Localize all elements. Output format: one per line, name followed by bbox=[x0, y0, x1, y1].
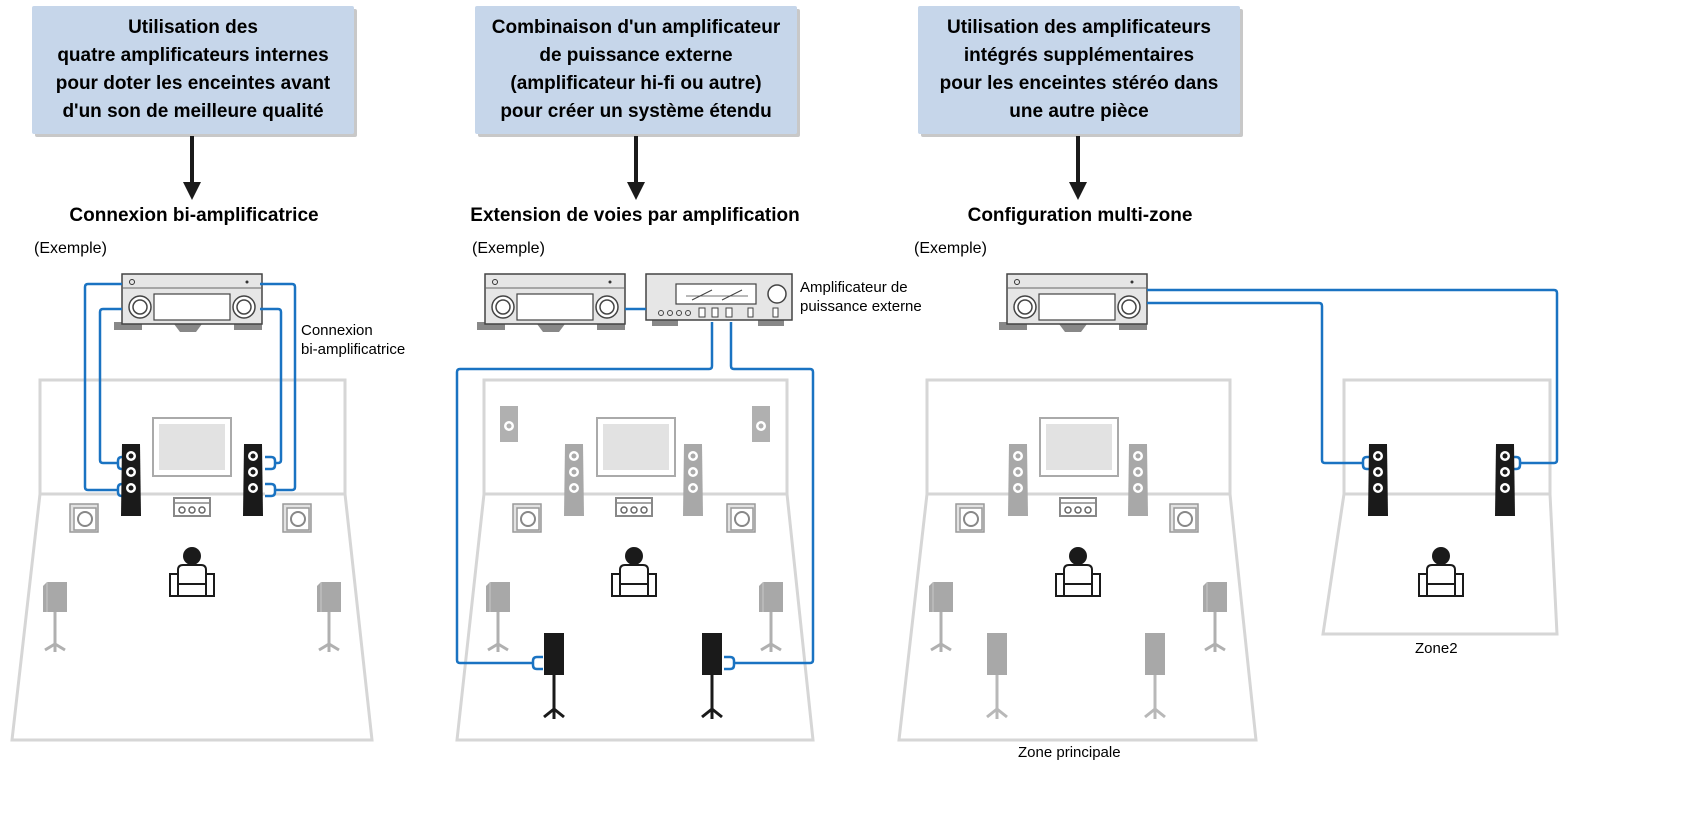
cable-extension bbox=[455, 307, 815, 665]
arrow-down-icon bbox=[183, 136, 201, 200]
zone2-label: Zone2 bbox=[1415, 640, 1458, 657]
external-amp-label: Amplificateur de puissance externe bbox=[800, 278, 922, 316]
biamp-label-line: bi-amplificatrice bbox=[301, 341, 406, 358]
tower-speaker-icon bbox=[1128, 444, 1148, 516]
tower-speaker-icon bbox=[564, 444, 584, 516]
cable-biamp bbox=[83, 282, 297, 492]
external-amp-label-line: Amplificateur de bbox=[800, 279, 908, 296]
center-speaker-icon bbox=[615, 497, 653, 517]
subwoofer-icon bbox=[69, 503, 99, 533]
listener-icon bbox=[611, 546, 657, 597]
room-main-panel1 bbox=[10, 378, 374, 742]
room-main-panel2 bbox=[455, 378, 815, 742]
surround-speaker-icon bbox=[752, 406, 770, 442]
panel1-subtitle: Connexion bi-amplificatrice bbox=[69, 205, 319, 226]
panel2-subtitle: Extension de voies par amplification bbox=[470, 205, 800, 226]
panel2-header: Combinaison d'un amplificateur de puissa… bbox=[475, 6, 797, 134]
av-receiver-icon bbox=[113, 273, 263, 333]
surround-speaker-icon bbox=[500, 406, 518, 442]
surround-speaker-icon bbox=[41, 580, 69, 654]
tower-speaker-icon bbox=[121, 444, 141, 516]
panel3-header-line: une autre pièce bbox=[1009, 101, 1149, 122]
external-amp-label-line: puissance externe bbox=[800, 298, 922, 315]
panel1-header-line: quatre amplificateurs internes bbox=[57, 45, 329, 66]
panel2-header-line: pour créer un système étendu bbox=[500, 101, 772, 122]
panel2-header-line: Combinaison d'un amplificateur bbox=[491, 17, 781, 38]
subwoofer-icon bbox=[512, 503, 542, 533]
tower-speaker-icon bbox=[1368, 444, 1388, 516]
center-speaker-icon bbox=[1059, 497, 1097, 517]
subwoofer-icon bbox=[1169, 503, 1199, 533]
subwoofer-icon bbox=[955, 503, 985, 533]
panel1-example-label: (Exemple) bbox=[34, 240, 107, 257]
center-speaker-icon bbox=[173, 497, 211, 517]
tower-speaker-icon bbox=[683, 444, 703, 516]
panel3-subtitle: Configuration multi-zone bbox=[967, 205, 1193, 226]
av-receiver-icon bbox=[476, 273, 626, 333]
tv-screen-icon bbox=[152, 417, 232, 477]
panel3-header-line: pour les enceintes stéréo dans bbox=[939, 73, 1219, 94]
power-amplifier-icon bbox=[645, 273, 793, 326]
arrow-down-icon bbox=[627, 136, 645, 200]
panel2-header-line: (amplificateur hi-fi ou autre) bbox=[510, 73, 762, 94]
tv-screen-icon bbox=[596, 417, 676, 477]
panel1-header-line: Utilisation des bbox=[128, 17, 258, 38]
av-receiver-icon bbox=[998, 273, 1148, 333]
cable-zone2 bbox=[1147, 288, 1559, 465]
panel1-header-line: pour doter les enceintes avant bbox=[55, 73, 331, 94]
listener-icon bbox=[169, 546, 215, 597]
biamp-label-line: Connexion bbox=[301, 322, 373, 339]
presence-speaker-icon bbox=[542, 631, 566, 721]
room-zone2 bbox=[1321, 378, 1559, 636]
surround-speaker-icon bbox=[927, 580, 955, 654]
surround-speaker-icon bbox=[1201, 580, 1229, 654]
panel3-header-line: intégrés supplémentaires bbox=[963, 45, 1195, 66]
surround-speaker-icon bbox=[484, 580, 512, 654]
tower-speaker-icon bbox=[243, 444, 263, 516]
surround-speaker-icon bbox=[757, 580, 785, 654]
arrow-down-icon bbox=[1069, 136, 1087, 200]
tower-speaker-icon bbox=[1008, 444, 1028, 516]
panel3-header: Utilisation des amplificateurs intégrés … bbox=[918, 6, 1240, 134]
presence-speaker-icon bbox=[985, 631, 1009, 721]
zone-main-label: Zone principale bbox=[1018, 744, 1121, 761]
panel3-header-line: Utilisation des amplificateurs bbox=[947, 17, 1211, 38]
panel2-example-label: (Exemple) bbox=[472, 240, 545, 257]
tower-speaker-icon bbox=[1495, 444, 1515, 516]
subwoofer-icon bbox=[726, 503, 756, 533]
panel3-example-label: (Exemple) bbox=[914, 240, 987, 257]
room-main-panel3 bbox=[897, 378, 1258, 742]
listener-icon bbox=[1418, 546, 1464, 597]
tv-screen-icon bbox=[1039, 417, 1119, 477]
panel2-header-line: de puissance externe bbox=[539, 45, 733, 66]
biamp-connection-label: Connexion bi-amplificatrice bbox=[301, 321, 405, 359]
subwoofer-icon bbox=[282, 503, 312, 533]
presence-speaker-icon bbox=[1143, 631, 1167, 721]
presence-speaker-icon bbox=[700, 631, 724, 721]
listener-icon bbox=[1055, 546, 1101, 597]
panel1-header: Utilisation des quatre amplificateurs in… bbox=[32, 6, 354, 134]
panel1-header-line: d'un son de meilleure qualité bbox=[62, 101, 324, 122]
surround-speaker-icon bbox=[315, 580, 343, 654]
